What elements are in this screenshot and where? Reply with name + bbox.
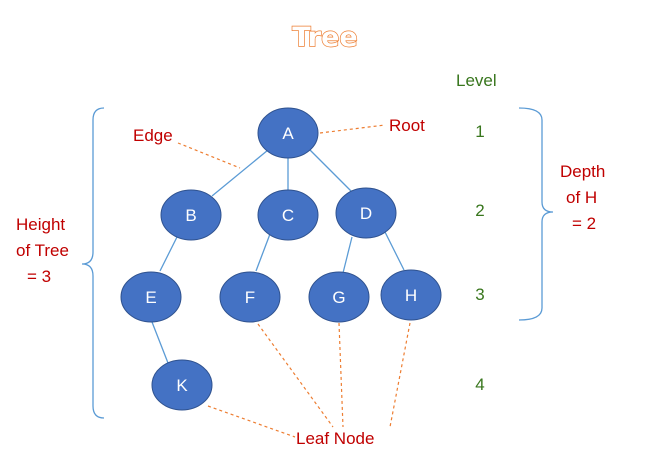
leaf-pointer-h <box>389 322 411 428</box>
depth-label-line2: of H <box>566 188 597 207</box>
node-a-label: A <box>282 124 294 143</box>
edge-e-k <box>151 321 169 364</box>
root-pointer-line <box>319 124 386 134</box>
level-4: 4 <box>475 375 484 394</box>
depth-label-line3: = 2 <box>572 214 596 233</box>
node-a: A <box>257 107 319 159</box>
edge-b-e <box>159 234 179 272</box>
annotation-pointers <box>177 124 411 438</box>
height-label-line3: = 3 <box>27 267 51 286</box>
edge-pointer-line <box>177 142 241 169</box>
depth-brace <box>518 107 554 321</box>
level-header: Level <box>456 71 497 90</box>
node-g: G <box>308 271 370 323</box>
node-d-label: D <box>360 204 372 223</box>
node-d: D <box>335 187 397 239</box>
leaf-pointer-g <box>338 322 344 428</box>
node-e: E <box>120 271 182 323</box>
node-e-label: E <box>145 288 156 307</box>
edge-a-d <box>309 149 353 193</box>
height-brace <box>81 107 105 419</box>
height-label-line2: of Tree <box>16 241 69 260</box>
node-b: B <box>160 189 222 241</box>
level-1: 1 <box>475 122 484 141</box>
tree-edges <box>151 149 405 364</box>
level-2: 2 <box>475 201 484 220</box>
root-label: Root <box>389 116 425 135</box>
node-f: F <box>219 271 281 323</box>
edge-c-f <box>255 233 271 272</box>
edge-d-g <box>342 236 353 274</box>
leaf-pointer-f <box>257 323 334 428</box>
node-b-label: B <box>185 206 196 225</box>
node-h-label: H <box>405 286 417 305</box>
node-k-label: K <box>176 376 188 395</box>
node-k: K <box>151 359 213 411</box>
depth-label-line1: Depth <box>560 162 605 181</box>
node-f-label: F <box>245 288 255 307</box>
height-label-line1: Height <box>16 215 65 234</box>
node-g-label: G <box>332 288 345 307</box>
edge-label: Edge <box>133 126 173 145</box>
diagram-title: Tree <box>292 22 357 53</box>
node-c-label: C <box>282 206 294 225</box>
leaf-pointer-k <box>207 405 296 438</box>
node-c: C <box>257 189 319 241</box>
edge-d-h <box>384 231 405 271</box>
leaf-node-label: Leaf Node <box>296 429 374 448</box>
level-3: 3 <box>475 285 484 304</box>
tree-nodes: A B C D E F G H <box>120 107 442 411</box>
edge-a-b <box>211 149 269 197</box>
node-h: H <box>380 269 442 321</box>
